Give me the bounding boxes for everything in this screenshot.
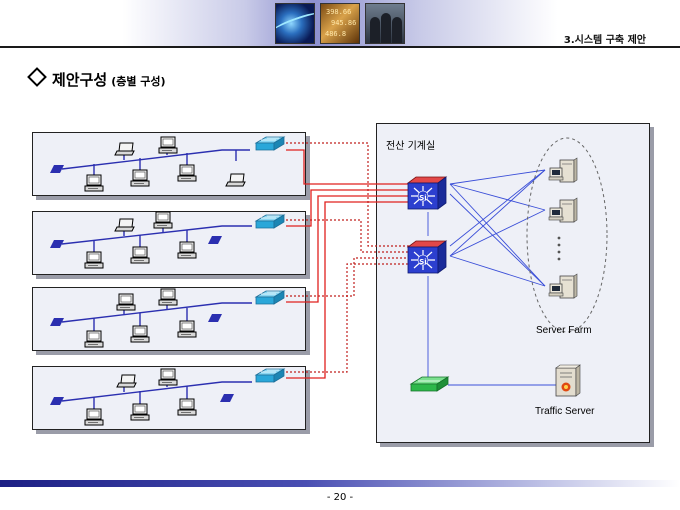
floor-hub-3-icon — [255, 290, 285, 305]
thumb-number-1: 398.66 — [326, 8, 352, 16]
floor-hub-1-icon — [255, 136, 285, 151]
core-switch-2-label: Si — [419, 258, 426, 266]
page-number: - 20 - — [326, 492, 354, 503]
traffic-server-label: Traffic Server — [535, 406, 595, 417]
thumb-number-3: 486.8 — [325, 30, 347, 38]
server-farm-label: Server Farm — [536, 325, 592, 336]
core-switch-1-icon — [407, 176, 447, 210]
page-subtitle: (층별 구성) — [111, 75, 166, 88]
access-switch-icon — [409, 376, 450, 392]
floor-hub-4-icon — [255, 368, 285, 383]
computer-room-label: 전산 기계실 — [386, 141, 436, 152]
footer-bar — [0, 480, 680, 487]
server-2-icon — [548, 197, 578, 223]
header-thumbnail-network — [275, 3, 315, 44]
server-1-icon — [548, 157, 578, 183]
thumb-number-2: 945.86 — [331, 19, 357, 27]
header-rule — [0, 46, 680, 48]
server-farm-boundary — [526, 137, 608, 333]
server-farm-links — [427, 169, 558, 386]
server-3-icon — [548, 273, 578, 299]
header-thumbnail-people — [365, 3, 405, 44]
core-switch-2-icon — [407, 240, 447, 274]
uplinks-dotted — [286, 142, 410, 373]
page-title-text: 제안구성 — [52, 71, 108, 89]
server-farm-ellipsis — [557, 236, 561, 261]
section-title: 3.시스템 구축 제안 — [563, 35, 646, 46]
lan-bus-terminators — [50, 165, 234, 405]
header-thumbnail-numbers: 398.66 945.86 486.8 — [320, 3, 360, 44]
core-switch-1-label: Si — [419, 194, 426, 202]
floor-hub-2-icon — [255, 214, 285, 229]
page-title: 제안구성(층별 구성) — [27, 67, 166, 90]
traffic-server-icon — [555, 364, 581, 397]
